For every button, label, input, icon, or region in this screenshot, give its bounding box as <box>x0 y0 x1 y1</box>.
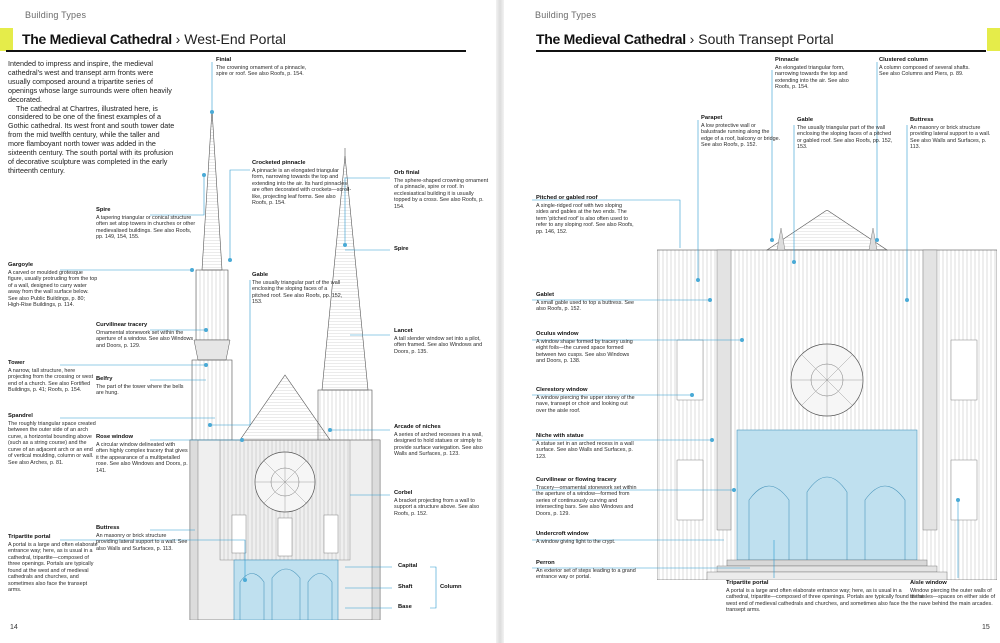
callout-dot <box>696 278 700 282</box>
west-front-illustration <box>189 109 381 620</box>
leader-lines <box>60 62 437 609</box>
title-sub: West-End Portal <box>184 31 286 47</box>
page-title: The Medieval Cathedral › South Transept … <box>536 31 834 47</box>
page-title: The Medieval Cathedral › West-End Portal <box>22 31 286 47</box>
callout-dot <box>190 268 194 272</box>
title-separator: › <box>171 31 185 47</box>
callout-dot <box>792 260 796 264</box>
callout-dot <box>875 238 879 242</box>
label-base: Base <box>398 604 412 610</box>
accent-tab <box>0 28 13 51</box>
title-main: The Medieval Cathedral <box>22 31 172 47</box>
section-heading: Building Types <box>535 10 597 20</box>
callout-dot <box>243 578 247 582</box>
callout-dot <box>240 438 244 442</box>
callout-dot <box>690 393 694 397</box>
callout-dot <box>740 338 744 342</box>
page-number: 14 <box>10 624 18 631</box>
label-capital: Capital <box>398 563 418 569</box>
title-sub: South Transept Portal <box>698 31 834 47</box>
callout-dot <box>228 258 232 262</box>
callout-dot <box>202 173 206 177</box>
label-column: Column <box>440 584 462 590</box>
callout-dot <box>710 438 714 442</box>
callout-dot <box>328 428 332 432</box>
section-heading: Building Types <box>25 10 87 20</box>
left-page: Building Types The Medieval Cathedral › … <box>0 0 498 643</box>
title-separator: › <box>685 31 699 47</box>
leader-lines <box>532 62 959 578</box>
callout-dot <box>208 423 212 427</box>
callout-dot <box>204 363 208 367</box>
intro-paragraph: The cathedral at Chartres, illustrated h… <box>8 103 175 175</box>
callout-dot <box>956 498 960 502</box>
page-number: 15 <box>982 624 990 631</box>
title-rule <box>536 50 986 52</box>
callout-dot <box>210 110 214 114</box>
intro-text: Intended to impress and inspire, the med… <box>8 59 176 176</box>
title-main: The Medieval Cathedral <box>536 31 686 47</box>
callout-dot <box>708 298 712 302</box>
title-rule <box>6 50 466 52</box>
callout-dot <box>343 243 347 247</box>
label-shaft: Shaft <box>398 584 413 590</box>
right-page: Building Types The Medieval Cathedral › … <box>502 0 1000 643</box>
callout-dot <box>770 238 774 242</box>
callout-dot <box>732 488 736 492</box>
intro-paragraph: Intended to impress and inspire, the med… <box>8 59 172 104</box>
callout-dot <box>905 298 909 302</box>
book-gutter <box>496 0 504 643</box>
callout-dot <box>204 328 208 332</box>
label-spire-right: Spire <box>394 246 409 252</box>
accent-tab <box>987 28 1000 51</box>
